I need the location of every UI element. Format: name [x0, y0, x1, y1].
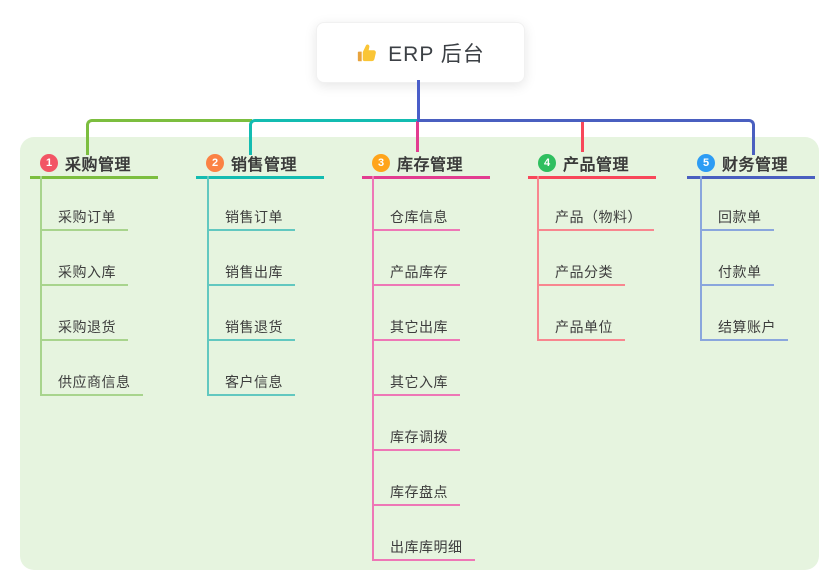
leaf-node[interactable]: 出库库明细	[372, 535, 475, 561]
connector-branch-3	[416, 121, 419, 152]
leaf-label: 销售出库	[225, 264, 283, 280]
leaf-node[interactable]: 回款单	[700, 205, 774, 231]
leaf-node[interactable]: 其它入库	[372, 370, 460, 396]
connector-branch-1	[86, 119, 252, 155]
leaf-label: 销售退货	[225, 319, 283, 335]
leaf-node[interactable]: 产品（物料）	[537, 205, 654, 231]
leaf-label: 付款单	[718, 264, 762, 280]
branch-node-3[interactable]: 3 库存管理	[362, 149, 490, 179]
leaf-label: 回款单	[718, 209, 762, 225]
connector-branch-5	[418, 119, 755, 155]
branch-label: 产品管理	[563, 156, 630, 174]
branch-number-badge: 5	[697, 153, 715, 172]
leaf-node[interactable]: 销售出库	[207, 260, 295, 286]
leaf-node[interactable]: 产品库存	[372, 260, 460, 286]
connector-root-stub	[417, 80, 420, 122]
leaf-node[interactable]: 库存盘点	[372, 480, 460, 506]
leaf-label: 供应商信息	[58, 374, 131, 390]
leaf-node[interactable]: 采购入库	[40, 260, 128, 286]
branch-trunk-line	[372, 176, 374, 559]
branch-number-badge: 4	[538, 153, 556, 172]
leaf-node[interactable]: 产品分类	[537, 260, 625, 286]
branch-node-2[interactable]: 2 销售管理	[196, 149, 324, 179]
leaf-label: 产品库存	[390, 264, 448, 280]
leaf-label: 产品分类	[555, 264, 613, 280]
connector-branch-2	[249, 119, 421, 155]
leaf-node[interactable]: 库存调拨	[372, 425, 460, 451]
leaf-node[interactable]: 结算账户	[700, 315, 788, 341]
root-node[interactable]: ERP 后台	[316, 22, 525, 83]
leaf-node[interactable]: 客户信息	[207, 370, 295, 396]
leaf-node[interactable]: 采购退货	[40, 315, 128, 341]
leaf-label: 库存盘点	[390, 484, 448, 500]
leaf-node[interactable]: 其它出库	[372, 315, 460, 341]
leaf-label: 结算账户	[718, 319, 776, 335]
connector-branch-4	[581, 121, 584, 152]
branch-label: 财务管理	[722, 156, 789, 174]
leaf-label: 其它出库	[390, 319, 448, 335]
leaf-node[interactable]: 采购订单	[40, 205, 128, 231]
leaf-label: 产品单位	[555, 319, 613, 335]
leaf-node[interactable]: 产品单位	[537, 315, 625, 341]
branch-panel-background	[20, 137, 819, 570]
leaf-label: 采购订单	[58, 209, 116, 225]
leaf-label: 出库库明细	[390, 539, 463, 555]
branch-label: 采购管理	[65, 156, 132, 174]
leaf-label: 库存调拨	[390, 429, 448, 445]
leaf-node[interactable]: 仓库信息	[372, 205, 460, 231]
branch-label: 销售管理	[231, 156, 298, 174]
branch-number-badge: 3	[372, 153, 390, 172]
branch-node-5[interactable]: 5 财务管理	[687, 149, 815, 179]
branch-trunk-line	[700, 176, 702, 339]
leaf-node[interactable]: 付款单	[700, 260, 774, 286]
branch-number-badge: 1	[40, 153, 58, 172]
branch-node-4[interactable]: 4 产品管理	[528, 149, 656, 179]
leaf-label: 其它入库	[390, 374, 448, 390]
branch-number-badge: 2	[206, 153, 224, 172]
root-label: ERP 后台	[388, 42, 485, 66]
leaf-label: 客户信息	[225, 374, 283, 390]
leaf-label: 产品（物料）	[555, 209, 642, 225]
branch-trunk-line	[537, 176, 539, 339]
leaf-label: 采购退货	[58, 319, 116, 335]
thumbs-up-icon	[356, 42, 378, 64]
leaf-label: 销售订单	[225, 209, 283, 225]
leaf-node[interactable]: 销售退货	[207, 315, 295, 341]
leaf-node[interactable]: 供应商信息	[40, 370, 143, 396]
leaf-label: 采购入库	[58, 264, 116, 280]
leaf-label: 仓库信息	[390, 209, 448, 225]
leaf-node[interactable]: 销售订单	[207, 205, 295, 231]
branch-label: 库存管理	[397, 156, 464, 174]
branch-node-1[interactable]: 1 采购管理	[30, 149, 158, 179]
